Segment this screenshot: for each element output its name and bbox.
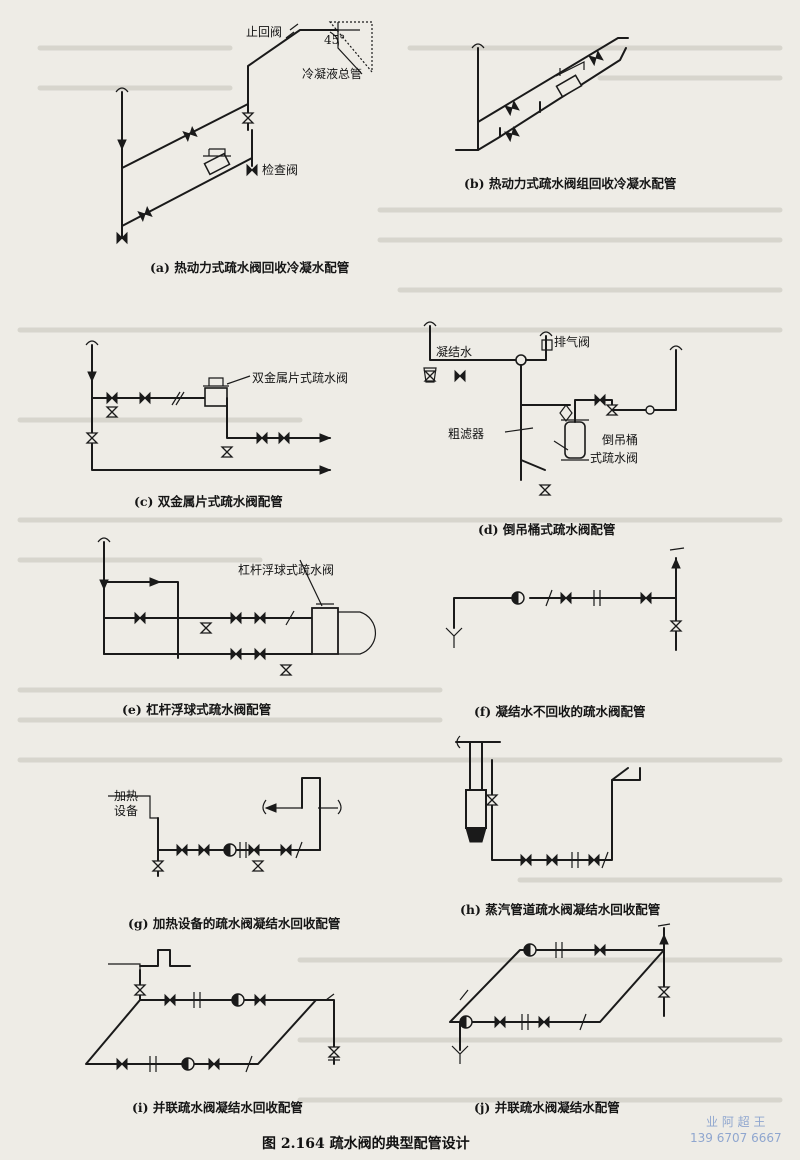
label-condensate-header: 冷凝液总管 xyxy=(302,66,362,81)
caption-e: (e) 杠杆浮球式疏水阀配管 xyxy=(122,702,271,717)
watermark-line-2: 139 6707 6667 xyxy=(690,1131,782,1145)
label-angle-45: 45° xyxy=(324,33,345,47)
caption-j: (j) 并联疏水阀凝结水配管 xyxy=(474,1100,620,1115)
label-vent-valve: 排气阀 xyxy=(554,334,590,349)
panel-h-diagram xyxy=(455,735,641,869)
label-inverted-bucket-1: 倒吊桶 xyxy=(602,432,638,447)
watermark-line-1: 业 阿 超 王 xyxy=(706,1114,765,1129)
caption-g: (g) 加热设备的疏水阀凝结水回收配管 xyxy=(128,916,340,931)
caption-h: (h) 蒸汽管道疏水阀凝结水回收配管 xyxy=(460,902,660,917)
panel-b-diagram xyxy=(455,37,629,151)
label-float-trap: 杠杆浮球式疏水阀 xyxy=(238,562,334,577)
label-inverted-bucket-2: 式疏水阀 xyxy=(590,450,638,465)
caption-b: (b) 热动力式疏水阀组回收冷凝水配管 xyxy=(464,176,676,191)
caption-a: (a) 热动力式疏水阀回收冷凝水配管 xyxy=(150,260,349,275)
caption-f: (f) 凝结水不回收的疏水阀配管 xyxy=(474,704,646,719)
caption-d: (d) 倒吊桶式疏水阀配管 xyxy=(478,522,615,537)
label-heating-equip-2: 设备 xyxy=(114,804,138,818)
caption-i: (i) 并联疏水阀凝结水回收配管 xyxy=(132,1100,303,1115)
panel-g-diagram xyxy=(108,777,342,877)
panel-d-diagram xyxy=(423,321,683,496)
background-text-bleed xyxy=(17,45,783,1103)
panel-c-diagram xyxy=(85,340,332,475)
label-heating-equip-1: 加热 xyxy=(114,789,138,803)
label-condensate: 凝结水 xyxy=(436,344,472,359)
figure-caption: 图 2.164 疏水阀的典型配管设计 xyxy=(262,1135,470,1152)
panel-i-diagram xyxy=(85,949,340,1073)
panel-e-diagram xyxy=(97,537,376,676)
label-inspection-valve: 检查阀 xyxy=(262,162,298,177)
panel-j-diagram xyxy=(449,923,671,1064)
panel-a-diagram xyxy=(115,21,373,244)
panel-f-diagram xyxy=(445,547,685,651)
label-check-valve: 止回阀 xyxy=(246,25,282,39)
label-bimetal-trap: 双金属片式疏水阀 xyxy=(252,370,348,385)
caption-c: (c) 双金属片式疏水阀配管 xyxy=(134,494,283,509)
label-strainer: 粗滤器 xyxy=(448,427,484,441)
